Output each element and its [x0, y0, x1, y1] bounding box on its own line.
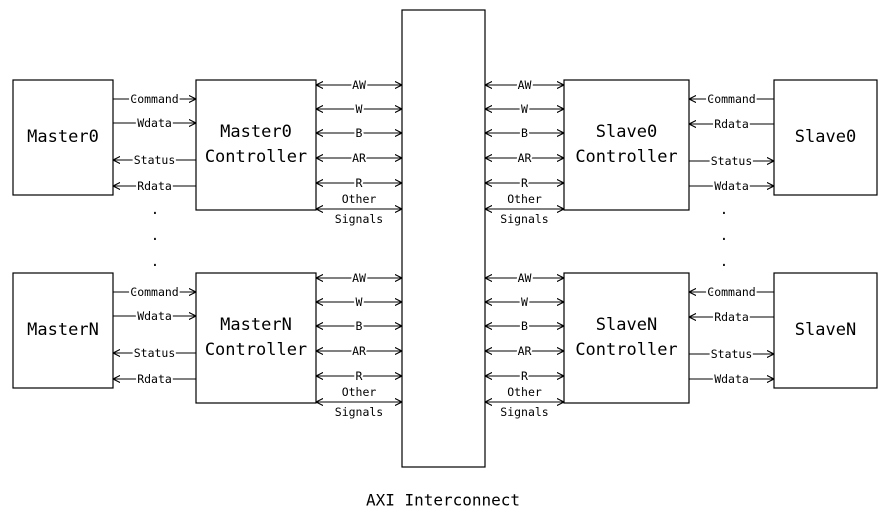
- slave0-controller-label-line1: Slave0: [596, 122, 657, 142]
- mastern-controller-label-line2: Controller: [205, 340, 307, 360]
- mastern-label: MasterN: [27, 320, 99, 340]
- master0-label: Master0: [27, 127, 99, 147]
- mastern-bus-w-label: W: [356, 295, 363, 309]
- slaven-bus-b-label: B: [521, 319, 528, 333]
- mastern-controller-box: [195, 272, 317, 404]
- master0-signal-rdata-label: Rdata: [137, 179, 172, 193]
- interconnect-box: [401, 9, 486, 468]
- master0-bus-r-label: R: [356, 176, 363, 190]
- slave0-signal-status-label: Status: [711, 154, 753, 168]
- slaven-box: [773, 272, 878, 389]
- slave0-bus-r-label: R: [521, 176, 528, 190]
- mastern-signal-wdata-label: Wdata: [137, 309, 172, 323]
- master0-signal-status-label: Status: [134, 153, 176, 167]
- slave-ellipsis-dot-3: .: [720, 254, 728, 270]
- slave0-label: Slave0: [795, 127, 856, 147]
- slaven-bus-other-label-line2: Signals: [500, 405, 548, 419]
- master-ellipsis-dot-1: .: [151, 202, 159, 218]
- mastern-signal-rdata-label: Rdata: [137, 372, 172, 386]
- slave0-box: [773, 79, 878, 196]
- master0-bus-w-label: W: [356, 102, 363, 116]
- master0-box: [12, 79, 114, 196]
- mastern-box: [12, 272, 114, 389]
- slave0-signal-wdata-label: Wdata: [714, 179, 749, 193]
- slaven-controller-label-line2: Controller: [575, 340, 677, 360]
- master0-bus-other-label-line1: Other: [342, 192, 377, 206]
- slaven-bus-other-label-line1: Other: [507, 385, 542, 399]
- mastern-bus-b-label: B: [356, 319, 363, 333]
- mastern-bus-r-label: R: [356, 369, 363, 383]
- master0-bus-ar-label: AR: [352, 151, 366, 165]
- mastern-controller-label-line1: MasterN: [220, 315, 292, 335]
- slave0-bus-w-label: W: [521, 102, 528, 116]
- master0-bus-aw-label: AW: [352, 78, 366, 92]
- slaven-bus-r-label: R: [521, 369, 528, 383]
- mastern-bus-aw-label: AW: [352, 271, 366, 285]
- master0-bus-other-label-line2: Signals: [335, 212, 383, 226]
- slaven-bus-aw-label: AW: [518, 271, 532, 285]
- master0-controller-label-line2: Controller: [205, 147, 307, 167]
- slaven-controller-label-line1: SlaveN: [596, 315, 657, 335]
- mastern-bus-other-label-line1: Other: [342, 385, 377, 399]
- slave0-bus-b-label: B: [521, 126, 528, 140]
- master0-controller-box: [195, 79, 317, 211]
- slaven-signal-rdata-label: Rdata: [714, 310, 749, 324]
- slave0-controller-label-line2: Controller: [575, 147, 677, 167]
- boxes-layer: [12, 9, 878, 468]
- interconnect-caption: AXI Interconnect: [366, 491, 520, 510]
- slave0-bus-other-label-line2: Signals: [500, 212, 548, 226]
- slave0-controller-box: [563, 79, 690, 211]
- wires-layer: [113, 85, 774, 402]
- slaven-signal-command-label: Command: [707, 285, 755, 299]
- slave0-bus-aw-label: AW: [518, 78, 532, 92]
- master0-signal-wdata-label: Wdata: [137, 116, 172, 130]
- master0-signal-command-label: Command: [130, 92, 178, 106]
- slave0-bus-ar-label: AR: [518, 151, 532, 165]
- slaven-bus-w-label: W: [521, 295, 528, 309]
- slave-ellipsis-dot-2: .: [720, 228, 728, 244]
- mastern-bus-other-label-line2: Signals: [335, 405, 383, 419]
- slaven-label: SlaveN: [795, 320, 856, 340]
- master-ellipsis-dot-3: .: [151, 254, 159, 270]
- master-ellipsis-dot-2: .: [151, 228, 159, 244]
- slave0-bus-other-label-line1: Other: [507, 192, 542, 206]
- slave0-signal-command-label: Command: [707, 92, 755, 106]
- slave0-signal-rdata-label: Rdata: [714, 117, 749, 131]
- mastern-signal-command-label: Command: [130, 285, 178, 299]
- master0-bus-b-label: B: [356, 126, 363, 140]
- slaven-controller-box: [563, 272, 690, 404]
- slaven-bus-ar-label: AR: [518, 344, 532, 358]
- slaven-signal-status-label: Status: [711, 347, 753, 361]
- master0-controller-label-line1: Master0: [220, 122, 292, 142]
- slave-ellipsis-dot-1: .: [720, 202, 728, 218]
- slaven-signal-wdata-label: Wdata: [714, 372, 749, 386]
- mastern-signal-status-label: Status: [134, 346, 176, 360]
- mastern-bus-ar-label: AR: [352, 344, 366, 358]
